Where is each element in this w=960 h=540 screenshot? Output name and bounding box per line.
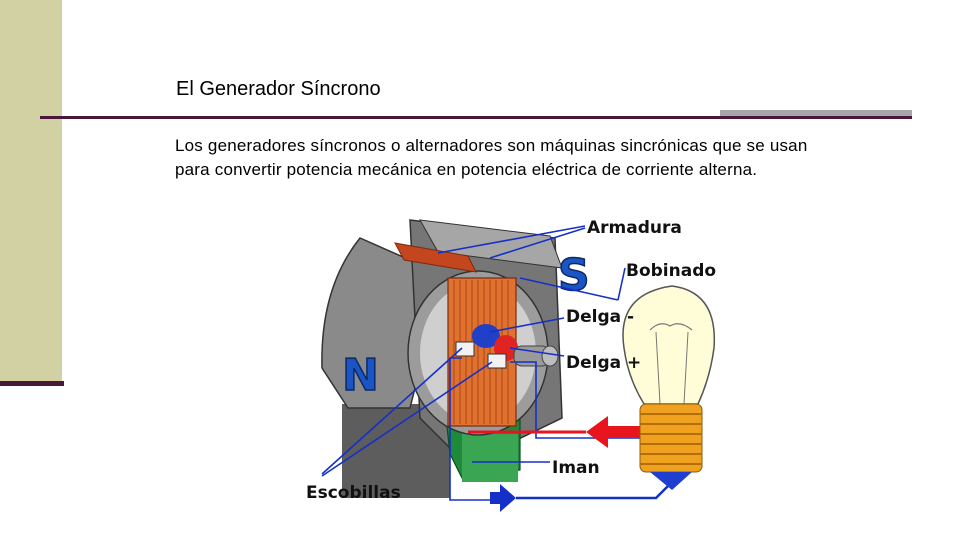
label-iman: Iman — [552, 458, 600, 478]
pole-n-letter: N — [342, 350, 379, 401]
label-escobillas: Escobillas — [306, 483, 401, 503]
label-armadura: Armadura — [587, 218, 682, 238]
generator-diagram: N S Armadura Bobinado Delga - Delga + Im… — [300, 208, 718, 512]
magnet-pole-n — [321, 237, 431, 409]
current-arrow-red — [586, 416, 640, 448]
generator-svg: N S Armadura Bobinado Delga - Delga + Im… — [306, 218, 716, 512]
current-arrow-blue — [490, 484, 516, 512]
bulb-support-1 — [655, 331, 661, 405]
side-accent-bar — [0, 0, 62, 383]
brush-1 — [455, 341, 475, 357]
label-bobinado: Bobinado — [626, 261, 716, 281]
shaft-end — [541, 345, 559, 367]
bulb-tip — [650, 472, 692, 490]
bulb-thread — [640, 413, 702, 465]
label-delga-minus: Delga - — [566, 307, 634, 327]
title-rule — [40, 116, 912, 119]
commutator-blue — [472, 324, 500, 348]
blue-wire — [516, 479, 675, 500]
magnet-body — [342, 404, 450, 498]
brush-2 — [487, 353, 507, 369]
slide-body-text: Los generadores síncronos o alternadores… — [175, 136, 808, 179]
label-delga-plus: Delga + — [566, 353, 641, 373]
title-rule-accent — [720, 110, 912, 116]
leader-lines — [321, 225, 640, 501]
bulb-glass — [622, 285, 716, 405]
side-accent-line — [0, 381, 64, 386]
slide-title: El Generador Síncrono — [176, 78, 381, 100]
magnet-base-face — [462, 434, 518, 482]
bulb-filament — [649, 323, 693, 331]
bulb-support-2 — [683, 331, 689, 405]
